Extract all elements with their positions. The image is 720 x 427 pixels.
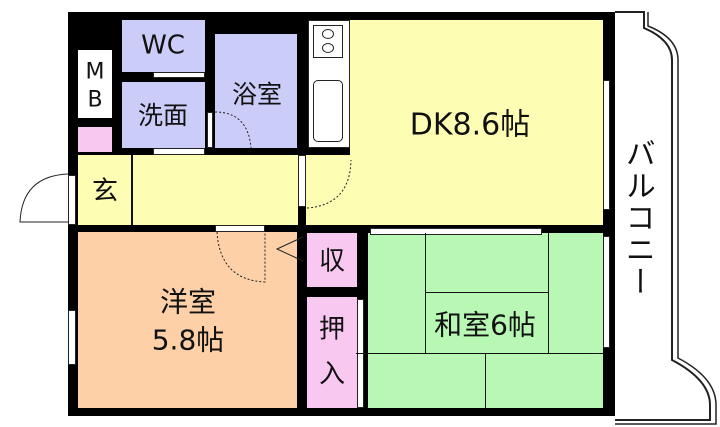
western-door-swing: [216, 231, 266, 283]
closet-label-2: 入: [318, 359, 346, 390]
bathroom: [215, 34, 297, 148]
japanese-label: 和室6帖: [434, 308, 536, 342]
corridor: [78, 155, 298, 225]
stove-icon: [313, 25, 343, 58]
dk-door-swing: [306, 159, 352, 209]
balcony-outline: [615, 11, 717, 425]
bathroom-label: 浴室: [231, 79, 283, 109]
dk-entry: [306, 155, 356, 225]
door-swing: [214, 111, 252, 149]
western-label-1: 洋室: [159, 285, 217, 319]
dk-label: DK8.6帖: [409, 107, 531, 143]
washroom: [122, 82, 205, 148]
storage: [307, 233, 357, 287]
mb-label-m: M: [85, 59, 105, 85]
entrance-door-swing: [19, 173, 69, 223]
closet: [307, 297, 357, 408]
storage-door-swing: [275, 236, 304, 262]
western-room: [78, 232, 297, 408]
washroom-label: 洗面: [137, 100, 189, 130]
shoe-storage: [78, 127, 112, 152]
balcony-label: バルコニー: [619, 138, 655, 298]
meter-box: [78, 50, 112, 118]
wc-label: WC: [141, 30, 185, 61]
wc-room: [122, 20, 205, 72]
dk-room: [350, 20, 603, 225]
western-label-2: 5.8帖: [151, 323, 225, 357]
storage-label: 収: [318, 246, 346, 277]
mb-label-b: B: [87, 87, 103, 113]
sink-icon: [313, 80, 343, 142]
entrance-label: 玄: [91, 176, 119, 207]
closet-label-1: 押: [318, 314, 346, 345]
